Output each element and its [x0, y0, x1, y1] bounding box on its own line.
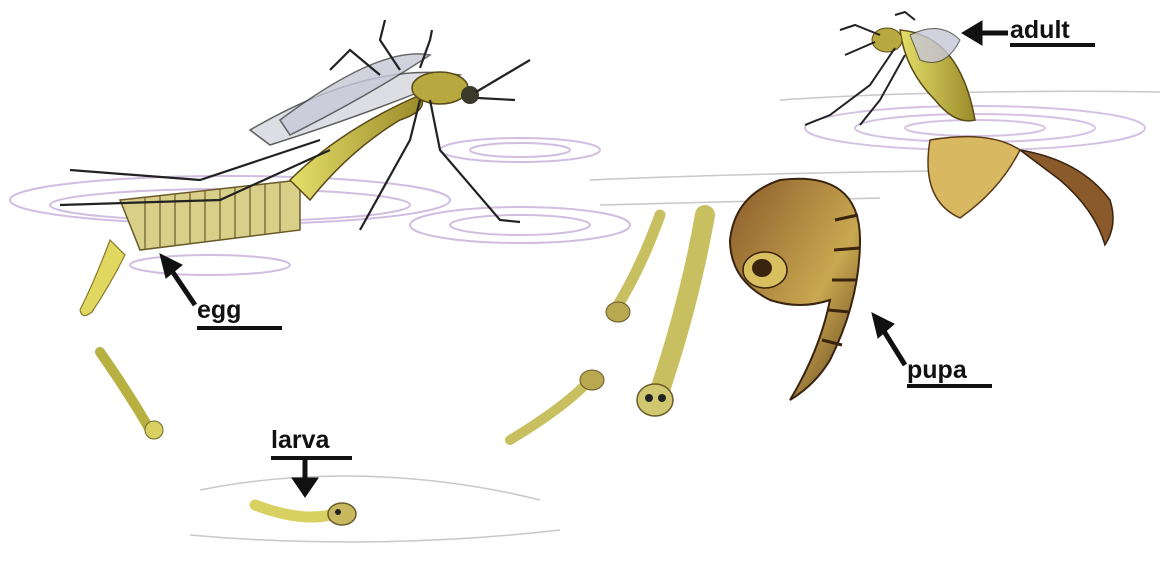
larva-bottom — [255, 503, 356, 525]
pupa-case-emerging — [928, 137, 1113, 245]
pupa-arrow — [872, 313, 905, 365]
larva-arrow — [271, 458, 352, 497]
egg-arrow — [160, 254, 195, 305]
adult-arrow — [962, 21, 1008, 45]
larva-hanging-1 — [606, 215, 660, 322]
pupa — [730, 179, 860, 400]
label-larva: larva — [271, 428, 329, 453]
label-adult: adult — [1010, 18, 1070, 43]
larva-left — [100, 352, 163, 439]
larva-swimming — [510, 370, 604, 440]
label-pupa: pupa — [907, 358, 967, 383]
label-egg: egg — [197, 298, 241, 323]
